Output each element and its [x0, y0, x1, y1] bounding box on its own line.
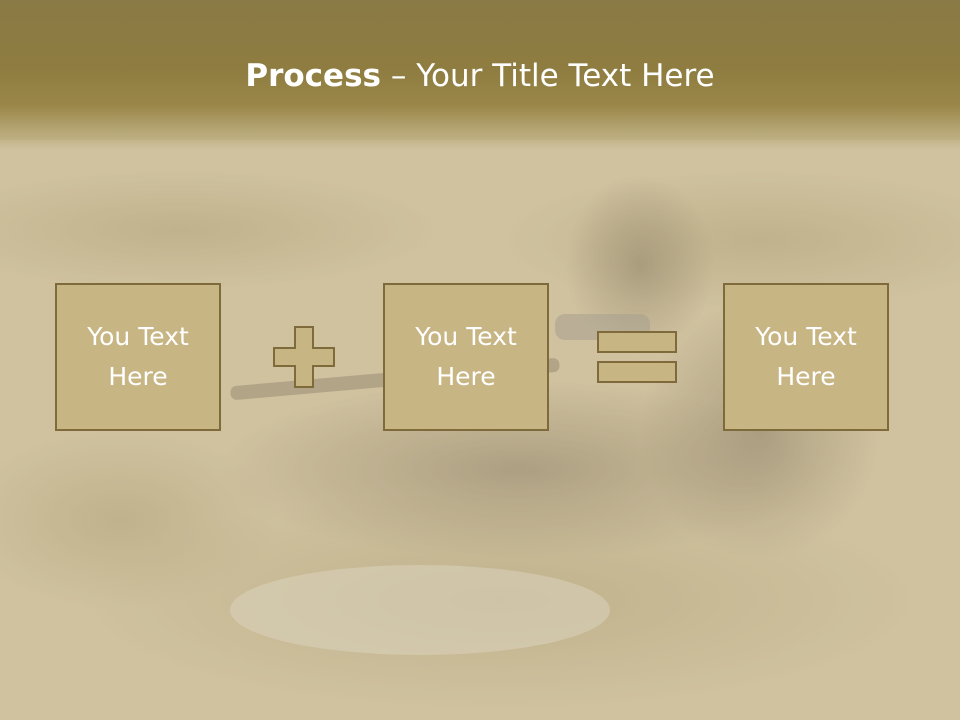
step-box-2[interactable]: You Text Here	[383, 283, 549, 431]
title-bold: Process	[245, 58, 381, 94]
plus-icon	[273, 326, 335, 388]
slide-title: Process – Your Title Text Here	[0, 52, 960, 100]
title-rest: – Your Title Text Here	[381, 58, 715, 94]
header-band	[0, 0, 960, 150]
step-text-1: You Text Here	[87, 322, 189, 391]
step-box-1[interactable]: You Text Here	[55, 283, 221, 431]
step-text-2: You Text Here	[415, 322, 517, 391]
step-text-3: You Text Here	[755, 322, 857, 391]
equals-icon	[597, 331, 677, 383]
step-box-3[interactable]: You Text Here	[723, 283, 889, 431]
